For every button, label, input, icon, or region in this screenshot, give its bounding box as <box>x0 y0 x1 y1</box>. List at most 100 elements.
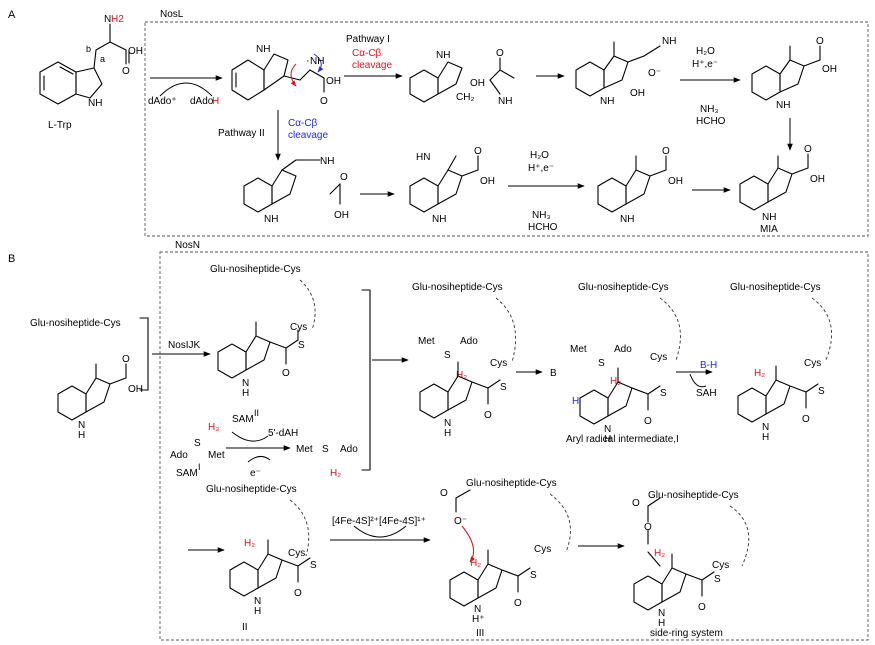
aziridine-oh: OH <box>480 176 495 187</box>
o-6: O <box>514 598 522 609</box>
h-3: H <box>604 434 611 445</box>
o-4: O <box>802 414 810 425</box>
fes-label: [4Fe-4S]²⁺[4Fe-4S]¹⁺ <box>332 516 426 527</box>
pathway-ii-cleavage-1: Cα-Cβ <box>288 118 318 129</box>
nh-1: N <box>242 378 249 389</box>
panel-b-frame <box>159 251 869 641</box>
h-5: H <box>254 606 261 617</box>
nh3-2: NH₃ <box>532 210 551 221</box>
free-mia-h: H <box>78 430 85 441</box>
cys-4: Cys <box>804 358 821 369</box>
aryl-radical-structure <box>579 367 661 425</box>
dado: dAdo <box>190 96 214 107</box>
free-mia-nh: N <box>78 420 85 431</box>
free-mia-o: O <box>122 354 130 365</box>
cys-5: Cys <box>288 548 305 559</box>
h-7: H <box>658 618 665 629</box>
aryl-s: S <box>598 358 605 369</box>
side-ch2: H₂ <box>654 548 665 559</box>
aziridine-intermediate <box>409 155 479 213</box>
aryl-ch2: H₂ <box>610 376 621 387</box>
radical-nh-ring: NH <box>256 44 270 55</box>
nh2-n: N <box>104 14 111 25</box>
b-peptide-4: Glu-nosiheptide-Cys <box>730 282 821 293</box>
enzyme-nosijk: NosIJK <box>168 340 201 351</box>
s-5: S <box>310 560 317 571</box>
peptide-dash-2 <box>495 297 517 363</box>
glycine-o: O <box>496 48 504 59</box>
peptide-dash-5 <box>289 499 310 557</box>
b-peptide-2: Glu-nosiheptide-Cys <box>412 282 503 293</box>
sam-curve <box>231 431 269 442</box>
adduct-s: S <box>444 350 451 361</box>
s-1: S <box>298 340 305 351</box>
bottom-product-oh: OH <box>668 176 683 187</box>
aziridine-o: O <box>474 146 482 157</box>
position-b: b <box>86 44 91 54</box>
ii-o: O <box>340 172 348 183</box>
b-peptide-5: Glu-nosiheptide-Cys <box>206 484 297 495</box>
pathway-ii-label: Pathway II <box>218 128 265 139</box>
side-ring-label: side-ring system <box>650 628 723 639</box>
b-peptide-6: Glu-nosiheptide-Cys <box>466 478 557 489</box>
hcho-2: HCHO <box>528 222 558 233</box>
panel-a-enzyme: NosL <box>160 9 184 20</box>
trp-oh: OH <box>128 46 143 57</box>
label-iii: III <box>476 628 484 639</box>
base-h: B-H <box>700 360 717 371</box>
int-o-minus: O⁻ <box>648 68 661 79</box>
dado-curve <box>159 82 213 97</box>
exomethylene-acid-top <box>751 45 821 101</box>
h-4: H <box>762 432 769 443</box>
nh-h-plus: H⁺ <box>472 614 485 625</box>
dado-h: H <box>212 96 219 107</box>
nh-7: N <box>658 608 665 619</box>
trp-o: O <box>122 66 130 77</box>
peptide-dash-1 <box>299 279 316 331</box>
indole-methylene-fragment <box>409 61 463 103</box>
ii-ring-nh: NH <box>264 214 278 225</box>
aryl-met: Met <box>570 344 587 355</box>
recombined-intermediate <box>575 41 661 97</box>
ii-oh: OH <box>334 210 349 221</box>
cys-1: Cys <box>290 322 307 333</box>
nh3-1: NH₃ <box>700 104 719 115</box>
o-7: O <box>698 602 706 613</box>
adduct-ado: Ado <box>460 336 478 347</box>
s-3: S <box>660 388 667 399</box>
free-mia-oh: OH <box>128 384 143 395</box>
radical-ii-structure <box>229 539 311 597</box>
peptide-dash-3 <box>659 297 681 361</box>
radical-o: O <box>320 96 328 107</box>
radical-oh: OH <box>326 76 341 87</box>
peptide-dash-4 <box>811 297 833 361</box>
b-peptide-1: Glu-nosiheptide-Cys <box>210 264 301 275</box>
pathway-i-label: Pathway I <box>346 34 390 45</box>
label-ii: II <box>242 622 248 633</box>
thioester-substrate <box>217 321 299 379</box>
cys-3: Cys <box>650 352 667 363</box>
pathway-i-cleavage-2: cleavage <box>352 60 392 71</box>
sam-radical-ado: Ado <box>340 444 358 455</box>
methylene-ch2: H₂ <box>754 368 765 379</box>
h-e-1: H⁺,e⁻ <box>692 59 718 70</box>
int-nh: NH <box>600 96 614 107</box>
sah: SAH <box>696 388 717 399</box>
aryl-ado: Ado <box>614 344 632 355</box>
glycine-oh: OH <box>470 78 485 89</box>
dah: 5'-dAH <box>268 428 298 439</box>
radical-nh: NH <box>310 56 324 67</box>
sam-s: S <box>194 438 201 449</box>
nh-5: N <box>254 596 261 607</box>
side-ring-ester <box>647 497 661 567</box>
h-1: H <box>242 388 249 399</box>
o-5: O <box>294 588 302 599</box>
top-product-o: O <box>816 36 824 47</box>
blue-electron-arrow <box>313 53 324 73</box>
b-peptide-7: Glu-nosiheptide-Cys <box>648 490 739 501</box>
h-e-2: H⁺,e⁻ <box>528 163 554 174</box>
pathway-i-cleavage-1: Cα-Cβ <box>352 48 382 59</box>
sam-radical-s: S <box>322 444 329 455</box>
iii-o: O <box>440 488 448 499</box>
o-2: O <box>484 410 492 421</box>
